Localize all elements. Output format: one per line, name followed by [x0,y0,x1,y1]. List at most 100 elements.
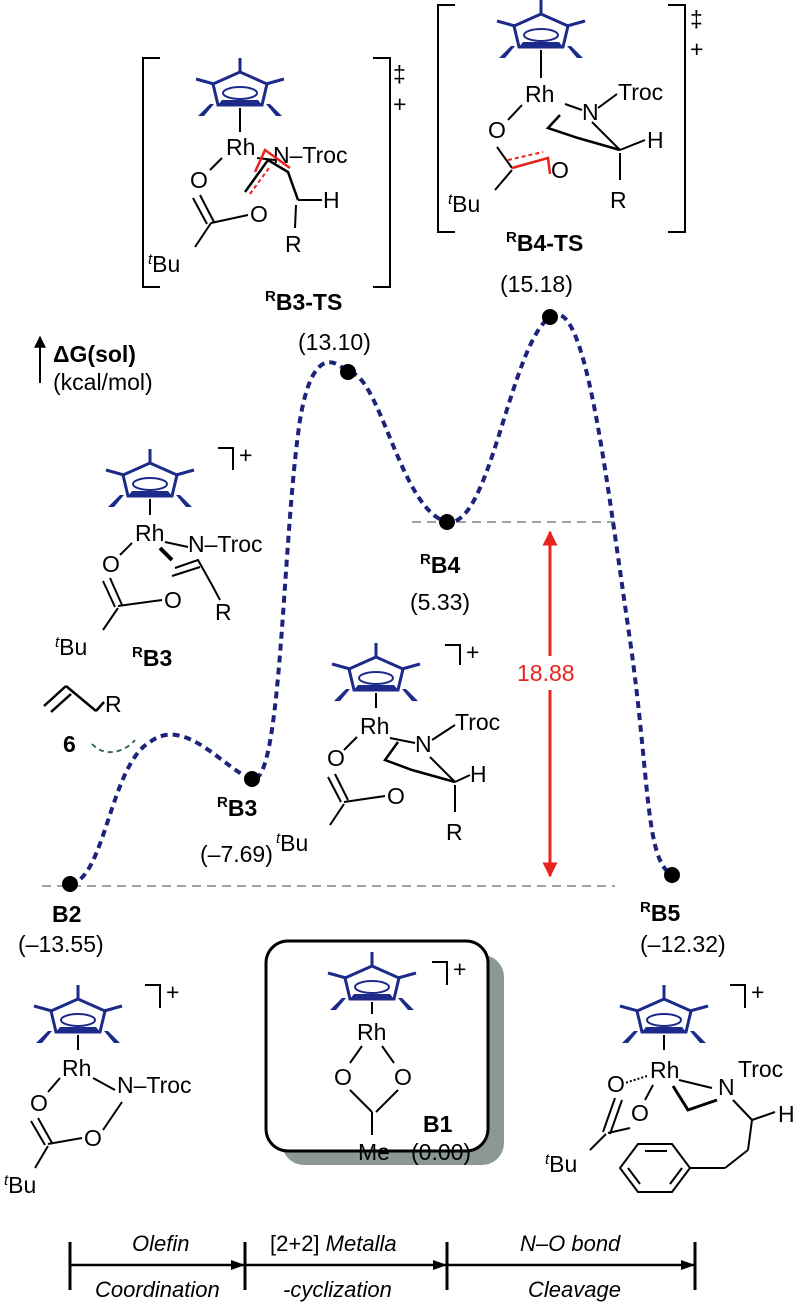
bracket-right [373,58,390,287]
approach-arc [92,740,135,752]
atom-h: H [647,127,664,153]
stage-2-top: [2+2] Metalla [270,1231,397,1256]
energy-b2: (–13.55) [18,931,104,957]
atom-h: H [323,187,340,213]
plus-rb3-ts: + [393,91,406,117]
tbu-label: tBu [448,191,480,217]
label-rb4: RB4 [420,551,460,578]
timeline-arrowhead [681,1260,695,1270]
complex-rb5: Rh N Troc O O tBu H + [545,979,795,1192]
stage-1-top: Olefin [132,1231,189,1256]
label-rb5: RB5 [640,899,680,926]
plus-rb5: + [751,979,764,1005]
axis-symbol: ΔG(sol) [53,341,136,367]
atom-o: O [607,1071,625,1097]
energy-rb3-ts: (13.10) [298,329,371,355]
atom-o: O [387,783,405,809]
atom-me: Me [358,1139,390,1165]
atom-r: R [285,231,302,257]
stage-3-bottom: Cleavage [528,1277,621,1302]
energy-rb5: (–12.32) [640,931,726,957]
tbu-label: tBu [55,634,87,660]
atom-rh: Rh [135,520,164,546]
atom-n: N [582,99,599,125]
point-rb3 [244,771,260,787]
structure-label-rb3: RB3 [132,644,172,671]
atom-r: R [610,187,627,213]
atom-o: O [30,1090,48,1116]
atom-rh: Rh [357,1019,386,1045]
complex-rb4: Rh N Troc O O tBu H R + [276,639,500,856]
tbu-label: tBu [4,1172,36,1198]
stage-2-bottom: -cyclization [283,1277,392,1302]
atom-troc: Troc [618,79,663,105]
atom-h: H [778,1101,795,1127]
stage-3-top: N–O bond [520,1231,621,1256]
atom-r: R [446,819,463,845]
label-b1: B1 [423,1111,453,1137]
tbu-label: tBu [148,251,180,277]
point-rb3-ts [340,364,356,380]
plus-rb4-ts: + [690,36,703,62]
label-rb3: RB3 [217,794,257,821]
timeline-arrowhead [231,1260,245,1270]
atom-o: O [102,551,120,577]
atom-n-troc: N–Troc [117,1072,192,1098]
atom-o: O [394,1064,412,1090]
atom-rh: Rh [360,713,389,739]
label-rb3-ts: RB3-TS [265,288,342,315]
atom-o: O [488,117,506,143]
reference-box-b1: Rh O O Me B1 (0.00) + [266,941,504,1165]
stage-1-bottom: Coordination [95,1277,220,1302]
olefin-label: 6 [63,731,76,757]
atom-rh: Rh [525,81,554,107]
point-rb4 [439,514,455,530]
plus-rb4: + [466,639,479,665]
energy-rb4: (5.33) [410,589,470,615]
atom-rh: Rh [650,1057,679,1083]
axis-unit: (kcal/mol) [53,369,153,395]
atom-o: O [631,1100,649,1126]
atom-o: O [250,201,268,227]
atom-troc: Troc [455,709,500,735]
olefin-r: R [105,691,122,717]
point-rb4-ts [542,309,558,325]
atom-n: N [718,1074,735,1100]
plus-rb3: + [239,442,252,468]
complex-rb3: Rh N–Troc R O O tBu RB3 + [55,442,263,671]
point-rb5 [664,867,680,883]
tbu-label: tBu [276,830,308,856]
atom-r: R [215,599,232,625]
atom-troc: Troc [738,1056,783,1082]
atom-o: O [334,1064,352,1090]
atom-n: N [415,731,432,757]
ddagger-rb4-ts: ‡ [690,6,703,32]
energy-b1: (0.00) [411,1139,471,1165]
energy-rb3: (–7.69) [200,841,273,867]
bracket-right [668,5,685,232]
atom-h: H [470,761,487,787]
atom-rh: Rh [62,1055,91,1081]
timeline-arrowhead [433,1260,447,1270]
plus-b2: + [166,979,179,1005]
atom-o: O [551,157,569,183]
plus-b1: + [453,956,466,982]
energy-rb4-ts: (15.18) [500,271,573,297]
tbu-label: tBu [545,1151,577,1177]
atom-o: O [164,587,182,613]
atom-rh: Rh [226,134,255,160]
stage-timeline: Olefin Coordination [2+2] Metalla -cycli… [70,1231,695,1302]
label-b2: B2 [52,901,81,927]
olefin-6: R 6 [44,686,135,757]
label-rb4-ts: RB4-TS [506,229,583,256]
atom-o: O [190,167,208,193]
atom-o: O [84,1125,102,1151]
ddagger-rb3-ts: ‡ [393,61,406,87]
atom-o: O [327,745,345,771]
atom-n-troc: N–Troc [188,531,263,557]
complex-rb3-ts: ‡ + Rh N–Troc O O tBu H R [143,58,406,287]
point-b2 [62,876,78,892]
complex-rb4-ts: ‡ + Rh N Troc O O tBu H R [438,0,703,232]
complex-b2: Rh N–Troc O O tBu + [4,979,192,1198]
